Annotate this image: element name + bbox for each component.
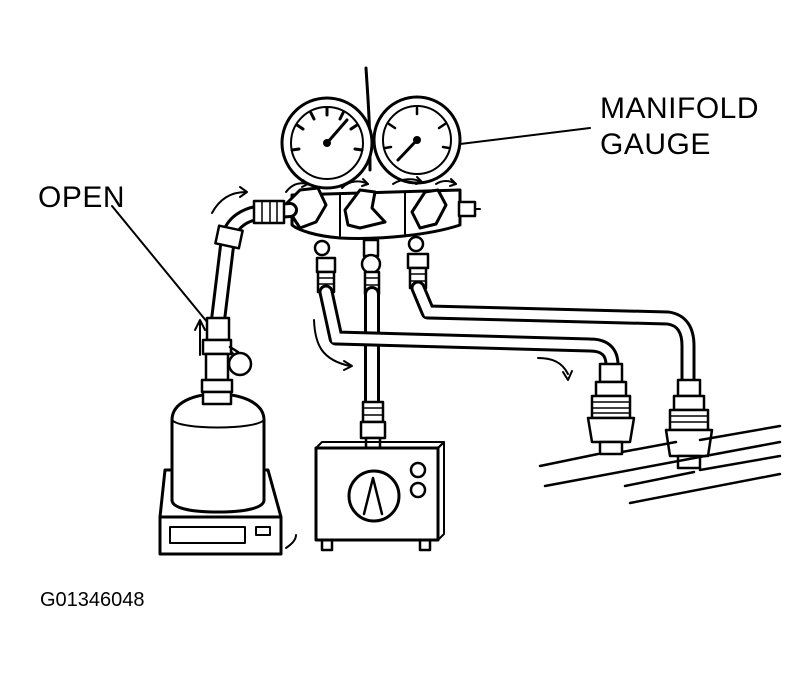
charging-hose	[210, 186, 298, 328]
manifold-leader-line	[451, 127, 591, 146]
pump-knob-top	[409, 461, 427, 479]
manifold-gauge-label-line1: MANIFOLD	[600, 92, 760, 125]
figure-id: G01346048	[40, 589, 145, 611]
left-port-fitting	[313, 239, 337, 294]
open-label: OPEN	[38, 181, 126, 214]
cylinder-valve	[194, 316, 253, 394]
center-hose	[359, 286, 387, 450]
pump-knob-bottom	[409, 481, 427, 499]
scale-display	[169, 526, 246, 544]
right-port-fitting	[406, 235, 430, 290]
manifold-gauge-assembly	[280, 95, 481, 296]
right-side-fitting	[457, 200, 477, 218]
center-port-fitting	[360, 238, 382, 296]
left-valve-knob	[283, 186, 328, 230]
right-gauge	[372, 95, 462, 185]
refrigerant-cylinder	[170, 390, 266, 514]
pump-dial	[347, 469, 401, 523]
open-valve-knob	[227, 351, 253, 377]
high-side-hose	[410, 280, 696, 388]
low-side-coupler	[586, 362, 636, 456]
low-side-hose	[313, 284, 620, 381]
right-valve-knob	[410, 188, 448, 230]
center-valve-knob	[343, 188, 387, 230]
vacuum-pump	[314, 441, 445, 552]
left-gauge	[280, 96, 374, 190]
vehicle-ac-pipes	[538, 424, 782, 505]
manifold-gauge-label-line2: GAUGE	[600, 128, 711, 161]
